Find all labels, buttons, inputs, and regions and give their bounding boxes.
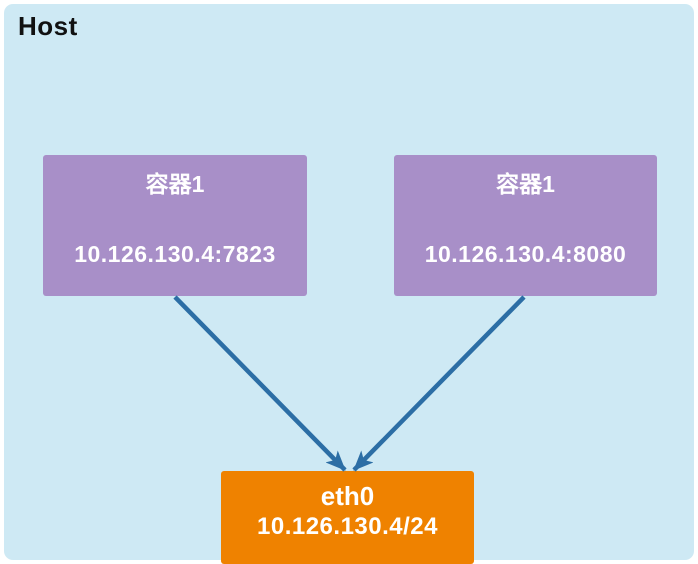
eth0-node: eth0 10.126.130.4/24 — [221, 471, 474, 564]
interface-name: eth0 — [320, 481, 375, 511]
container-1-address: 10.126.130.4:7823 — [74, 241, 276, 267]
container-2-address: 10.126.130.4:8080 — [424, 241, 627, 267]
host-label: Host — [18, 11, 78, 41]
container-node-1: 容器1 10.126.130.4:7823 — [43, 155, 307, 296]
container-2-title: 容器1 — [496, 171, 555, 197]
interface-address: 10.126.130.4/24 — [257, 513, 438, 540]
container-node-2: 容器1 10.126.130.4:8080 — [394, 155, 657, 296]
container-1-title: 容器1 — [145, 171, 205, 197]
